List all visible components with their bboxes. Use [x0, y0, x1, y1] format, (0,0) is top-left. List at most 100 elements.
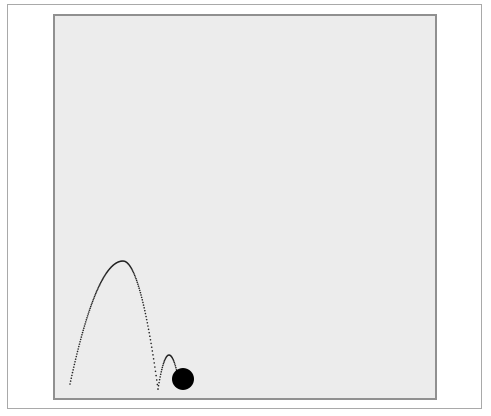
- trail-dot: [138, 287, 140, 290]
- trail-dot: [146, 321, 149, 324]
- trail-dot: [94, 294, 96, 296]
- trail-dot: [79, 338, 82, 341]
- trail-dot: [133, 273, 135, 275]
- trail-dot: [80, 336, 83, 338]
- trail-dot: [72, 369, 74, 371]
- trail-dot: [82, 329, 84, 332]
- trail-dot: [153, 362, 156, 364]
- trail-dot: [149, 338, 152, 341]
- trail-dot: [149, 335, 151, 338]
- trail-dot: [96, 289, 98, 292]
- trail-dot: [135, 279, 138, 282]
- trail-dot: [156, 383, 159, 386]
- trail-dot: [150, 342, 152, 345]
- trail-dot: [143, 307, 145, 309]
- arena-box: [53, 14, 437, 400]
- trail-dot: [131, 269, 134, 271]
- trail-dot: [163, 359, 166, 362]
- trail-dot: [137, 283, 139, 285]
- trail-dot: [157, 388, 159, 390]
- trail-dot: [76, 350, 79, 353]
- trail-dot: [96, 288, 99, 290]
- trail-dot: [97, 286, 100, 289]
- trail-dot: [81, 334, 83, 336]
- ball-trail: [69, 260, 178, 390]
- trail-dot: [154, 366, 156, 368]
- trail-dot: [70, 377, 73, 380]
- trail-dot: [155, 374, 157, 377]
- trail-dot: [89, 307, 91, 310]
- trail-dot: [148, 331, 150, 334]
- trail-dot: [86, 315, 89, 317]
- trail-dot: [157, 384, 160, 387]
- trail-dot: [98, 285, 100, 288]
- trail-dot: [136, 281, 139, 284]
- trail-dot: [144, 309, 146, 312]
- trail-dot: [89, 305, 92, 308]
- trail-dot: [71, 371, 74, 374]
- trail-dot: [79, 340, 81, 343]
- trail-dot: [158, 381, 160, 384]
- trail-dot: [73, 363, 76, 366]
- trail-dot: [132, 270, 134, 272]
- trail-dot: [140, 296, 143, 299]
- trail-dot: [87, 313, 90, 315]
- trail-dot: [158, 378, 161, 381]
- trail-dot: [161, 368, 163, 371]
- trail-dot: [154, 370, 157, 373]
- trail-dot: [100, 281, 102, 284]
- trail-dot: [86, 317, 88, 319]
- trail-dot: [84, 323, 86, 325]
- trail-dot: [92, 298, 95, 301]
- trail-dot: [162, 364, 164, 367]
- trail-dot: [94, 292, 97, 295]
- trail-dot: [83, 325, 86, 327]
- trail-dot: [174, 363, 176, 365]
- trail-dot: [100, 280, 103, 283]
- trail-dot: [151, 350, 154, 352]
- ball[interactable]: [172, 368, 194, 390]
- trail-dot: [134, 276, 137, 278]
- trail-dot: [142, 301, 144, 304]
- trail-dot: [140, 294, 142, 296]
- trail-dot: [152, 354, 154, 356]
- trail-dot: [175, 366, 177, 369]
- trail-dot: [98, 284, 101, 286]
- trail-dot: [91, 302, 93, 304]
- trail-dot: [162, 362, 165, 365]
- trail-dot: [138, 289, 141, 292]
- trail-dot: [155, 379, 158, 381]
- trail-dot: [71, 374, 73, 377]
- trail-dot: [147, 325, 149, 327]
- trail-dot: [152, 358, 155, 360]
- trail-dot: [173, 361, 176, 364]
- trail-dot: [147, 328, 150, 331]
- trail-dot: [174, 364, 177, 367]
- trail-dot: [91, 300, 94, 303]
- trail-dot: [90, 304, 93, 306]
- trail-dot: [163, 361, 165, 363]
- trail-dot: [88, 311, 90, 313]
- trail-dot: [172, 360, 175, 362]
- trail-dot: [72, 366, 75, 368]
- trail-dot: [78, 345, 80, 348]
- trail-dot: [139, 291, 142, 294]
- trail-dot: [83, 327, 85, 329]
- trail-dot: [159, 373, 162, 376]
- trail-dot: [142, 304, 145, 306]
- trail-dot: [75, 355, 78, 358]
- trail-dot: [93, 295, 96, 298]
- trail-dot: [159, 376, 161, 378]
- trail-dot: [130, 267, 133, 270]
- trail-dot: [135, 277, 137, 280]
- trail-dot: [172, 358, 174, 361]
- trail-dot: [141, 299, 144, 301]
- trail-dot: [74, 360, 76, 363]
- trail-dot: [95, 291, 98, 293]
- trail-dot: [145, 315, 147, 318]
- trail-dot: [85, 319, 88, 321]
- trail-dot: [150, 346, 153, 348]
- trail-dot: [76, 353, 78, 355]
- trail-dot: [81, 331, 84, 334]
